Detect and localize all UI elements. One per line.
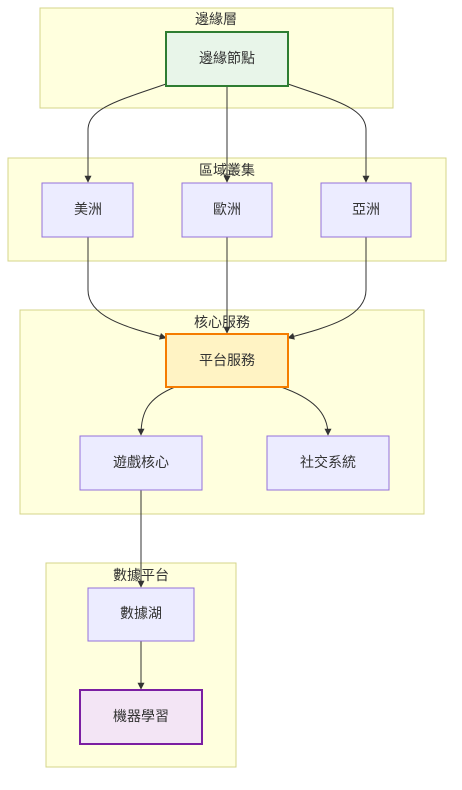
node-data-lake: 數據湖 bbox=[87, 587, 195, 642]
node-americas: 美洲 bbox=[41, 182, 134, 238]
edge-platform-social bbox=[280, 386, 332, 436]
node-platform: 平台服務 bbox=[165, 333, 289, 388]
node-game-core: 遊戲核心 bbox=[79, 435, 203, 491]
node-asia: 亞洲 bbox=[320, 182, 412, 238]
node-europe: 歐洲 bbox=[181, 182, 273, 238]
node-data-lake-label: 數據湖 bbox=[120, 606, 162, 622]
node-europe-label: 歐洲 bbox=[213, 202, 241, 218]
cluster-core-title: 核心服務 bbox=[194, 315, 250, 331]
node-asia-label: 亞洲 bbox=[352, 202, 380, 218]
node-ml: 機器學習 bbox=[79, 689, 203, 745]
node-americas-label: 美洲 bbox=[74, 202, 102, 218]
node-edge-node: 邊緣節點 bbox=[165, 31, 289, 87]
node-game-core-label: 遊戲核心 bbox=[113, 455, 169, 471]
node-platform-label: 平台服務 bbox=[199, 353, 255, 369]
edge-edgenode-americas bbox=[84, 83, 167, 183]
edge-americas-platform bbox=[87, 237, 167, 340]
node-ml-label: 機器學習 bbox=[113, 709, 169, 725]
node-edge-node-label: 邊緣節點 bbox=[199, 50, 255, 67]
edge-edgenode-asia bbox=[287, 83, 370, 183]
edge-platform-gamecore bbox=[137, 386, 176, 436]
node-social: 社交系統 bbox=[266, 435, 390, 491]
node-social-label: 社交系統 bbox=[300, 454, 356, 471]
cluster-edge-layer-title: 邊緣層 bbox=[195, 12, 237, 28]
edge-asia-platform bbox=[287, 237, 367, 340]
edges bbox=[84, 83, 370, 690]
